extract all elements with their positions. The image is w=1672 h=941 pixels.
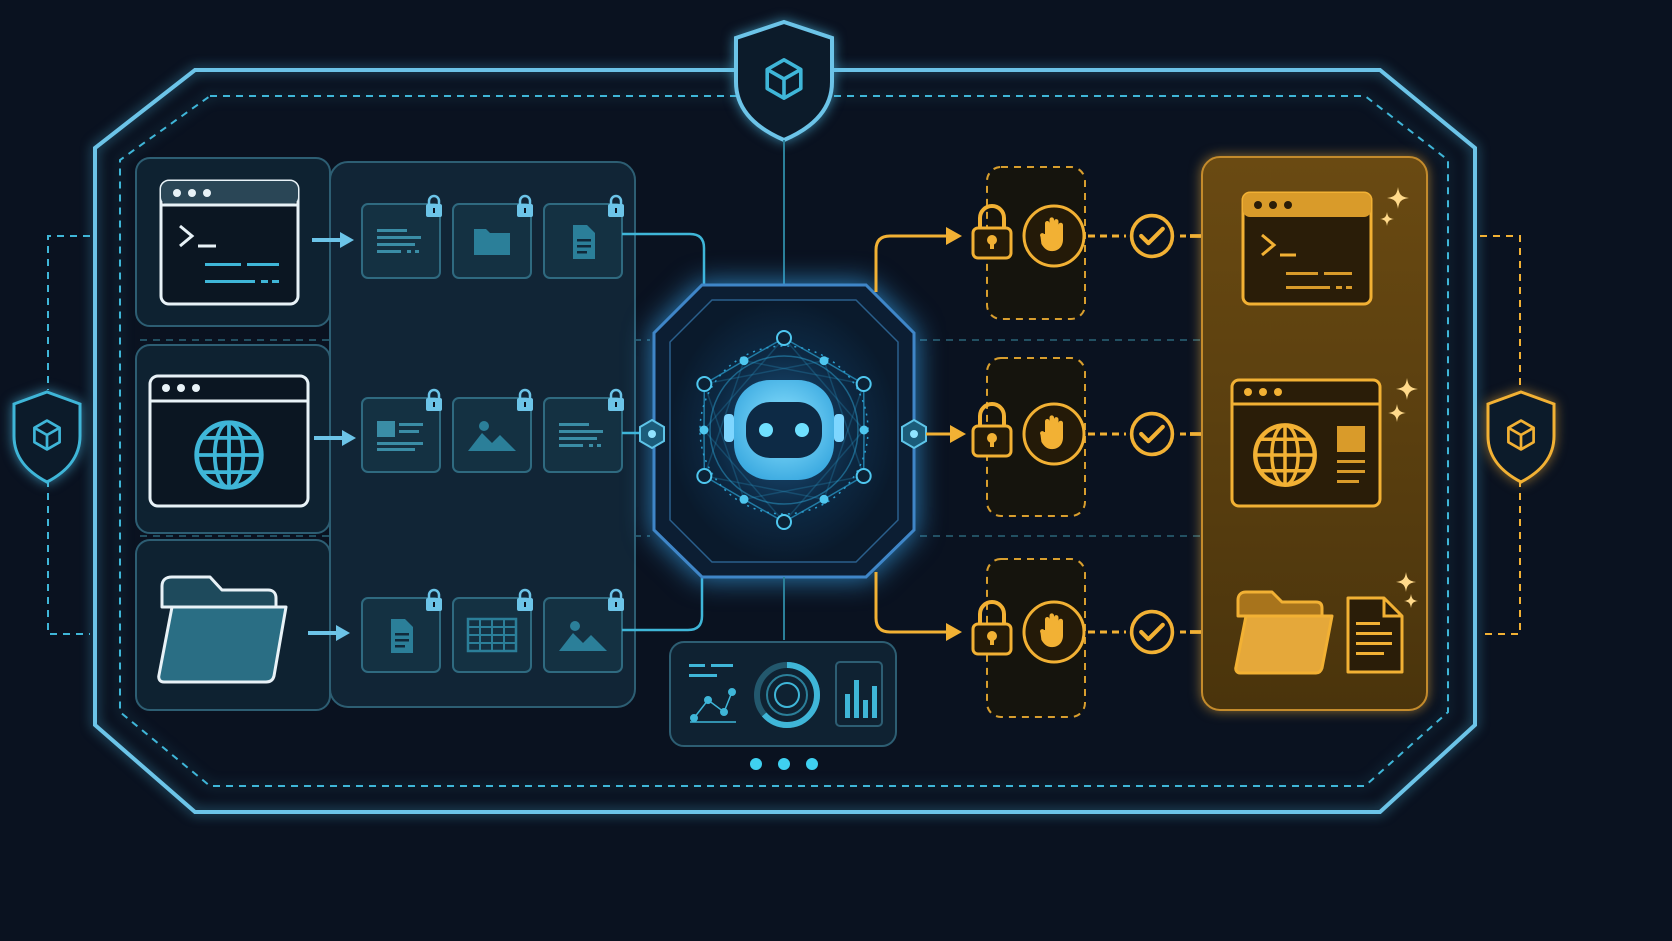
robot-head-icon xyxy=(724,380,844,480)
source-items xyxy=(361,194,626,673)
gate-rows xyxy=(971,204,1230,664)
node-graph-icon xyxy=(689,664,736,723)
network-node xyxy=(855,376,872,392)
network-node xyxy=(819,494,829,504)
pager-dot[interactable] xyxy=(778,758,790,770)
network-node xyxy=(696,376,713,392)
network-node xyxy=(859,425,869,435)
source-item-tile[interactable] xyxy=(361,588,444,673)
source-terminal[interactable] xyxy=(159,179,356,306)
checkmark-icon xyxy=(1132,414,1173,455)
bar-chart-icon xyxy=(835,661,883,727)
source-item-tile[interactable] xyxy=(361,194,444,279)
source-item-tile[interactable] xyxy=(543,588,626,673)
source-item-tile[interactable] xyxy=(452,388,535,473)
core-gate-connectors xyxy=(874,234,954,634)
network-node xyxy=(776,514,792,530)
gate-row[interactable] xyxy=(971,204,1230,268)
core-port-left xyxy=(639,418,665,450)
network-node xyxy=(855,468,872,484)
ring-gauge-icon xyxy=(754,662,820,728)
stop-hand-icon xyxy=(1022,600,1086,664)
network-node xyxy=(776,330,792,346)
gate-row[interactable] xyxy=(971,402,1230,466)
network-node xyxy=(739,356,749,366)
padlock-icon xyxy=(971,600,1013,656)
source-item-tile[interactable] xyxy=(361,388,444,473)
source-item-tile[interactable] xyxy=(543,388,626,473)
terminal-window-icon xyxy=(159,179,300,306)
dashboard-panel[interactable] xyxy=(669,641,897,747)
output-browser[interactable] xyxy=(1230,378,1418,508)
core-gate-arrowheads xyxy=(946,227,966,641)
right-shield-connector xyxy=(1480,235,1521,635)
output-terminal[interactable] xyxy=(1241,187,1409,306)
output-files[interactable] xyxy=(1234,572,1418,675)
source-item-tile[interactable] xyxy=(452,194,535,279)
outer-frame xyxy=(93,68,1477,814)
stop-hand-icon xyxy=(1022,204,1086,268)
folder-document-icon xyxy=(1234,590,1404,675)
core-port-right xyxy=(901,418,927,450)
pager-dot[interactable] xyxy=(806,758,818,770)
gate-row[interactable] xyxy=(971,600,1230,664)
left-shield xyxy=(12,390,82,484)
browser-globe-icon xyxy=(148,374,310,508)
document-icon xyxy=(391,619,413,653)
open-folder-icon xyxy=(157,575,288,684)
terminal-window-icon xyxy=(1241,191,1373,306)
left-shield-connector xyxy=(47,235,90,635)
source-item-tile[interactable] xyxy=(452,588,535,673)
right-shield xyxy=(1486,390,1556,484)
source-files[interactable] xyxy=(157,575,352,684)
top-shield xyxy=(734,19,834,143)
document-icon xyxy=(573,225,595,259)
pager-dots[interactable] xyxy=(750,758,818,770)
browser-globe-icon xyxy=(1230,378,1382,508)
network-node xyxy=(739,494,749,504)
network-node xyxy=(699,425,709,435)
source-browser[interactable] xyxy=(148,374,358,508)
pager-dot[interactable] xyxy=(750,758,762,770)
stop-hand-icon xyxy=(1022,402,1086,466)
padlock-icon xyxy=(971,402,1013,458)
checkmark-icon xyxy=(1132,216,1173,257)
network-node xyxy=(696,468,713,484)
checkmark-icon xyxy=(1132,612,1173,653)
network-node xyxy=(819,356,829,366)
source-item-tile[interactable] xyxy=(543,194,626,279)
padlock-icon xyxy=(971,204,1013,260)
network-nodes xyxy=(696,330,872,530)
